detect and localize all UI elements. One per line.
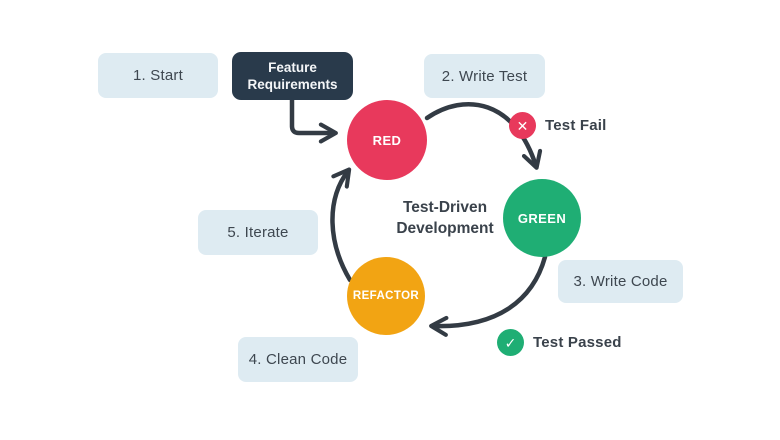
node-refactor: REFACTOR bbox=[347, 257, 425, 335]
arrow-red-to-green bbox=[424, 102, 543, 170]
status-test-passed: ✓ Test Passed bbox=[497, 329, 622, 356]
step-box-write-test: 2. Write Test bbox=[424, 54, 545, 98]
feature-requirements-box: Feature Requirements bbox=[232, 52, 353, 100]
step-box-start: 1. Start bbox=[98, 53, 218, 98]
arrow-feature-to-red bbox=[289, 97, 338, 144]
status-test-fail: ✕ Test Fail bbox=[509, 112, 607, 139]
step-box-iterate: 5. Iterate bbox=[198, 210, 318, 255]
step-box-clean-code: 4. Clean Code bbox=[238, 337, 358, 382]
check-circle-icon: ✓ bbox=[497, 329, 524, 356]
arrow-refactor-to-red bbox=[330, 167, 353, 283]
arrow-green-to-refactor bbox=[429, 254, 548, 337]
diagram-title: Test-Driven Development bbox=[396, 199, 494, 237]
node-red: RED bbox=[347, 100, 427, 180]
step-box-write-code: 3. Write Code bbox=[558, 260, 683, 303]
status-test-passed-label: Test Passed bbox=[533, 334, 622, 351]
node-green: GREEN bbox=[503, 179, 581, 257]
x-circle-icon: ✕ bbox=[509, 112, 536, 139]
status-test-fail-label: Test Fail bbox=[545, 117, 607, 134]
